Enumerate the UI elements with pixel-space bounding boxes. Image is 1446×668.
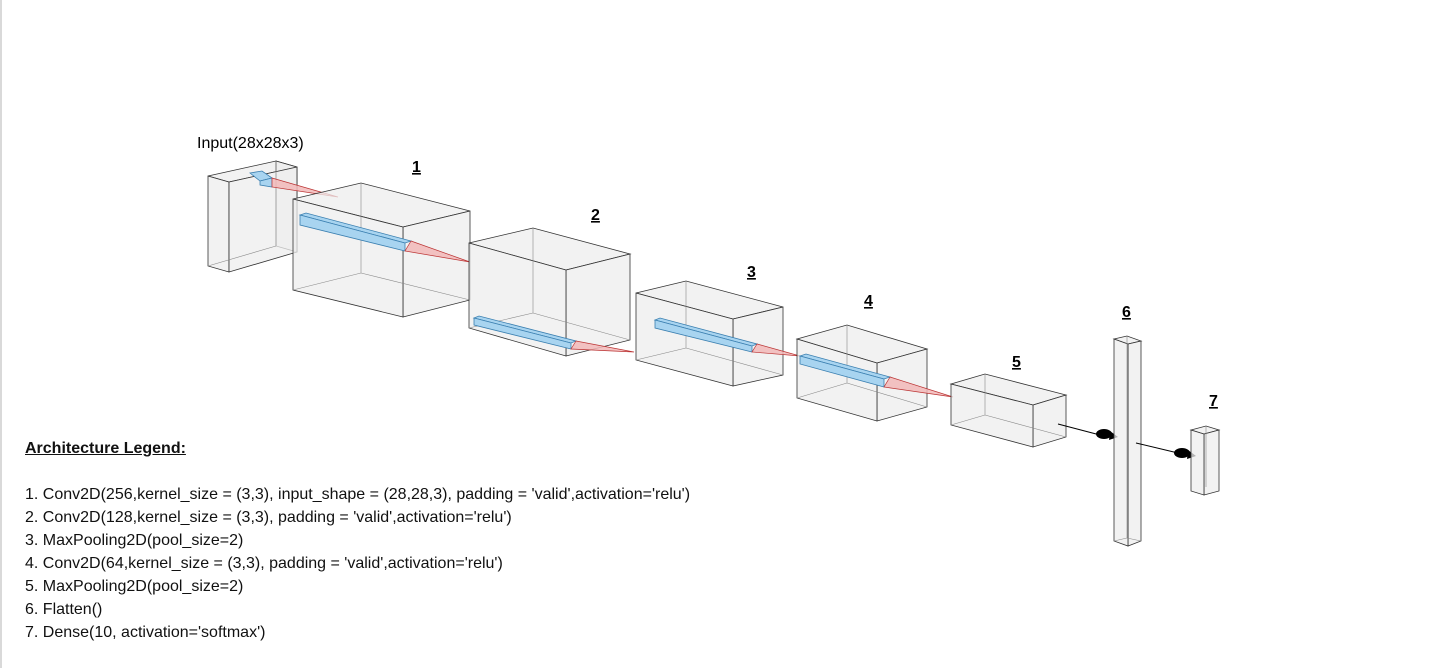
layer-5-volume bbox=[949, 373, 1068, 448]
input-volume bbox=[207, 160, 298, 273]
arrow-6-to-7 bbox=[1135, 442, 1196, 459]
legend-item: 4. Conv2D(64,kernel_size = (3,3), paddin… bbox=[25, 555, 503, 572]
layer-3-label: 3 bbox=[747, 264, 756, 281]
arrow-5-to-6 bbox=[1057, 423, 1118, 440]
legend-item: 5. MaxPooling2D(pool_size=2) bbox=[25, 578, 244, 595]
input-label: Input(28x28x3) bbox=[197, 135, 304, 152]
layer-4-label: 4 bbox=[864, 293, 873, 310]
layer-4-kernel bbox=[798, 353, 954, 398]
layer-1-kernel bbox=[298, 212, 471, 263]
layer-3-kernel bbox=[653, 317, 801, 357]
layer-1-volume bbox=[292, 182, 471, 318]
legend-item: 2. Conv2D(128,kernel_size = (3,3), paddi… bbox=[25, 509, 512, 526]
legend-title: Architecture Legend: bbox=[25, 440, 186, 457]
architecture-legend: Architecture Legend: 1. Conv2D(256,kerne… bbox=[25, 437, 690, 644]
layer-6-label: 6 bbox=[1122, 304, 1131, 321]
layer-2-kernel bbox=[472, 315, 635, 353]
layer-6-volume bbox=[1112, 335, 1143, 547]
legend-item: 6. Flatten() bbox=[25, 601, 103, 618]
layer-2-label: 2 bbox=[591, 207, 600, 224]
legend-item: 1. Conv2D(256,kernel_size = (3,3), input… bbox=[25, 486, 691, 503]
legend-item: 7. Dense(10, activation='softmax') bbox=[25, 624, 266, 641]
legend-item: 3. MaxPooling2D(pool_size=2) bbox=[25, 532, 244, 549]
page-border bbox=[0, 0, 2, 668]
layer-1-label: 1 bbox=[412, 159, 421, 176]
layer-5-label: 5 bbox=[1012, 354, 1021, 371]
layer-7-label: 7 bbox=[1209, 393, 1218, 410]
layer-7-volume bbox=[1189, 425, 1221, 496]
